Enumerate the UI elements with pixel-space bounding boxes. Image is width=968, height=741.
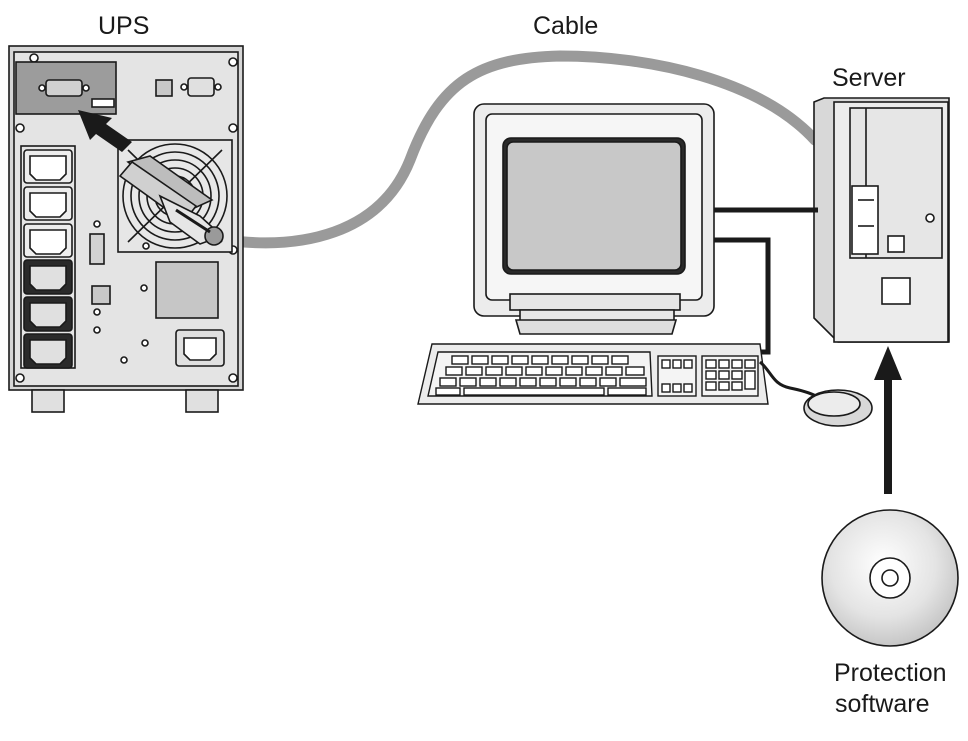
server-tower — [813, 97, 950, 343]
ups-outlets — [23, 149, 73, 369]
arrow-diagonal — [78, 110, 132, 152]
cable-label: Cable — [533, 12, 599, 40]
monitor — [473, 103, 715, 335]
arrow-up — [874, 346, 902, 494]
serial-cable — [219, 50, 821, 249]
server-label: Server — [832, 64, 906, 92]
ups-label: UPS — [98, 12, 150, 40]
cable-connector — [118, 155, 224, 246]
keyboard — [417, 343, 769, 405]
cd-disc — [821, 509, 959, 647]
mouse — [758, 360, 873, 427]
protection-software-label: Protection software — [834, 658, 964, 720]
black-wires — [714, 207, 818, 355]
protection-label-line1: Protection — [834, 659, 947, 687]
protection-label-line2: software — [835, 690, 930, 718]
